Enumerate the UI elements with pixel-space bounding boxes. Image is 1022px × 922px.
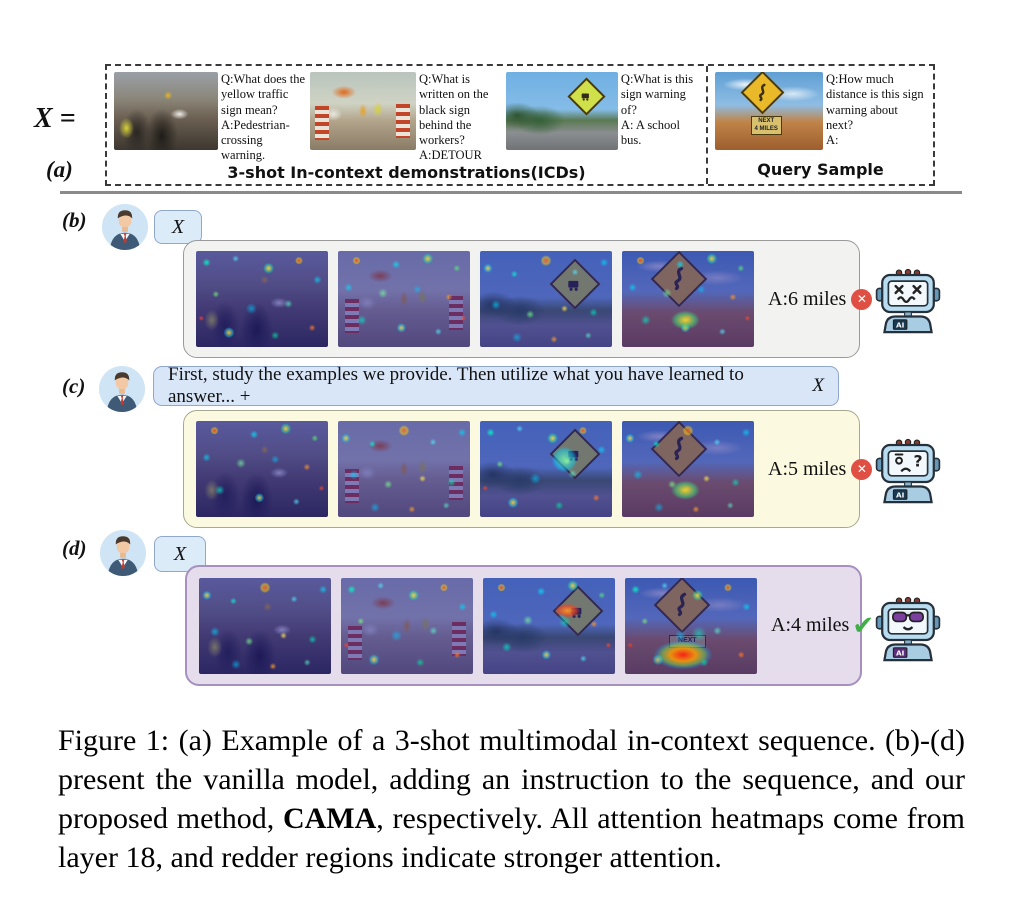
attention-heatmap-c-protest	[196, 421, 328, 517]
next-4-miles-sign: NEXT 4 MILES	[750, 116, 782, 136]
instruction-bubble: First, study the examples we provide. Th…	[153, 364, 839, 407]
query-sample-section: NEXT 4 MILES Q:How much distance is this…	[708, 66, 933, 184]
in-context-sequence-box: Q:What does the yellow traffic sign mean…	[105, 64, 935, 186]
businessman-icon	[100, 530, 146, 576]
school-bus-sign-shape	[567, 77, 606, 116]
panel-a-label: (a)	[46, 157, 73, 182]
instruction-text: First, study the examples we provide. Th…	[168, 364, 744, 407]
photo-winding-road-sign: NEXT 4 MILES	[715, 72, 823, 150]
query-question: Q:How much distance is this sign warning…	[826, 72, 924, 132]
check-icon: ✔	[852, 610, 875, 641]
icds-section: Q:What does the yellow traffic sign mean…	[107, 66, 708, 184]
photo-school-bus-sign	[505, 72, 618, 150]
answer-1: A:Pedestrian-crossing warning.	[221, 117, 290, 163]
robot-badge-d: AI	[896, 648, 905, 657]
heatmap-box-d: NEXT A:4 miles ✔	[185, 565, 874, 686]
attention-heatmap-c-bus-sign	[480, 421, 612, 517]
answer-2: A:DETOUR	[418, 148, 482, 163]
user-avatar-d	[100, 530, 146, 576]
icds-row: Q:What does the yellow traffic sign mean…	[107, 66, 706, 164]
businessman-icon	[99, 366, 145, 412]
heatmap-box-c: A:5 miles ✕	[183, 410, 873, 528]
section-divider	[60, 191, 962, 194]
wrong-icon: ✕	[851, 458, 873, 480]
query-row: NEXT 4 MILES Q:How much distance is this…	[708, 66, 933, 150]
attention-heatmap-d-protest	[199, 577, 331, 674]
query-caption: Query Sample	[757, 160, 884, 180]
answer-text-b: A:6 miles	[768, 287, 847, 310]
sign-line-2: 4 MILES	[754, 125, 778, 132]
model-answer-b: A:6 miles ✕	[768, 287, 873, 311]
figure-caption: Figure 1: (a) Example of a 3-shot multim…	[58, 722, 965, 877]
user-avatar-c	[99, 366, 145, 412]
attention-heatmap-d-workers	[341, 577, 473, 674]
robot-badge-c: AI	[896, 490, 905, 499]
attention-heatmap-c-workers	[338, 421, 470, 517]
svg-text:?: ?	[914, 451, 923, 470]
user-avatar-b	[102, 204, 148, 250]
attention-heatmap-d-winding-sign: NEXT	[625, 577, 757, 674]
instruction-x: X	[812, 375, 824, 396]
winding-road-sign-shape	[740, 72, 785, 115]
robot-badge-b: AI	[896, 320, 905, 329]
caption-before: Figure 1: (a) Example of a 3-shot multim…	[58, 724, 965, 835]
qa-text-3: Q:What is this sign warning of? A: A sch…	[621, 72, 701, 164]
model-answer-c: A:5 miles ✕	[768, 457, 873, 481]
answer-text-d: A:4 miles	[771, 614, 850, 636]
sign-line-1: NEXT	[758, 118, 775, 125]
question-2: Q:What is written on the black sign behi…	[418, 72, 489, 147]
qa-text-1: Q:What does the yellow traffic sign mean…	[221, 72, 307, 164]
question-3: Q:What is this sign warning of?	[620, 72, 694, 117]
prompt-chip-b: X	[154, 210, 202, 244]
caption-after: , respectively. All attention heatmaps c…	[58, 801, 965, 874]
question-1: Q:What does the yellow traffic sign mean…	[221, 72, 306, 117]
robot-dead-icon: AI	[872, 266, 944, 340]
wrong-icon: ✕	[851, 288, 873, 310]
businessman-icon	[102, 204, 148, 250]
photo-road-workers	[309, 72, 416, 150]
answer-3: A: A school bus.	[620, 117, 680, 147]
attention-heatmap-c-winding-sign	[622, 421, 754, 517]
attention-heatmap-b-protest	[196, 251, 328, 347]
winding-road-glyph	[759, 84, 767, 102]
answer-text-c: A:5 miles	[768, 457, 847, 480]
icds-caption: 3-shot In-context demonstrations(ICDs)	[227, 162, 586, 182]
attention-heatmap-d-bus-sign	[483, 577, 615, 674]
photo-protest-crowd	[114, 72, 218, 150]
school-bus-glyph	[581, 93, 590, 102]
prompt-x-d: X	[173, 542, 187, 565]
attention-heatmap-b-workers	[338, 251, 470, 347]
panel-c-label: (c)	[62, 374, 86, 398]
robot-cool-icon: AI	[872, 594, 944, 668]
prompt-x-b: X	[171, 215, 185, 238]
attention-heatmap-b-winding-sign	[622, 251, 754, 347]
heatmap-box-b: A:6 miles ✕	[183, 240, 873, 358]
qa-text-2: Q:What is written on the black sign behi…	[419, 72, 503, 164]
query-answer-prompt: A:	[826, 133, 839, 147]
attention-heatmap-b-bus-sign	[480, 251, 612, 347]
model-answer-d: A:4 miles ✔	[771, 613, 874, 639]
qa-text-query: Q:How much distance is this sign warning…	[826, 72, 926, 150]
robot-confused-icon: ? AI	[872, 436, 944, 510]
caption-cama: CAMA	[282, 801, 377, 835]
panel-d-label: (d)	[62, 536, 87, 560]
x-equals-label: X =	[34, 103, 76, 134]
panel-b-label: (b)	[62, 208, 87, 232]
